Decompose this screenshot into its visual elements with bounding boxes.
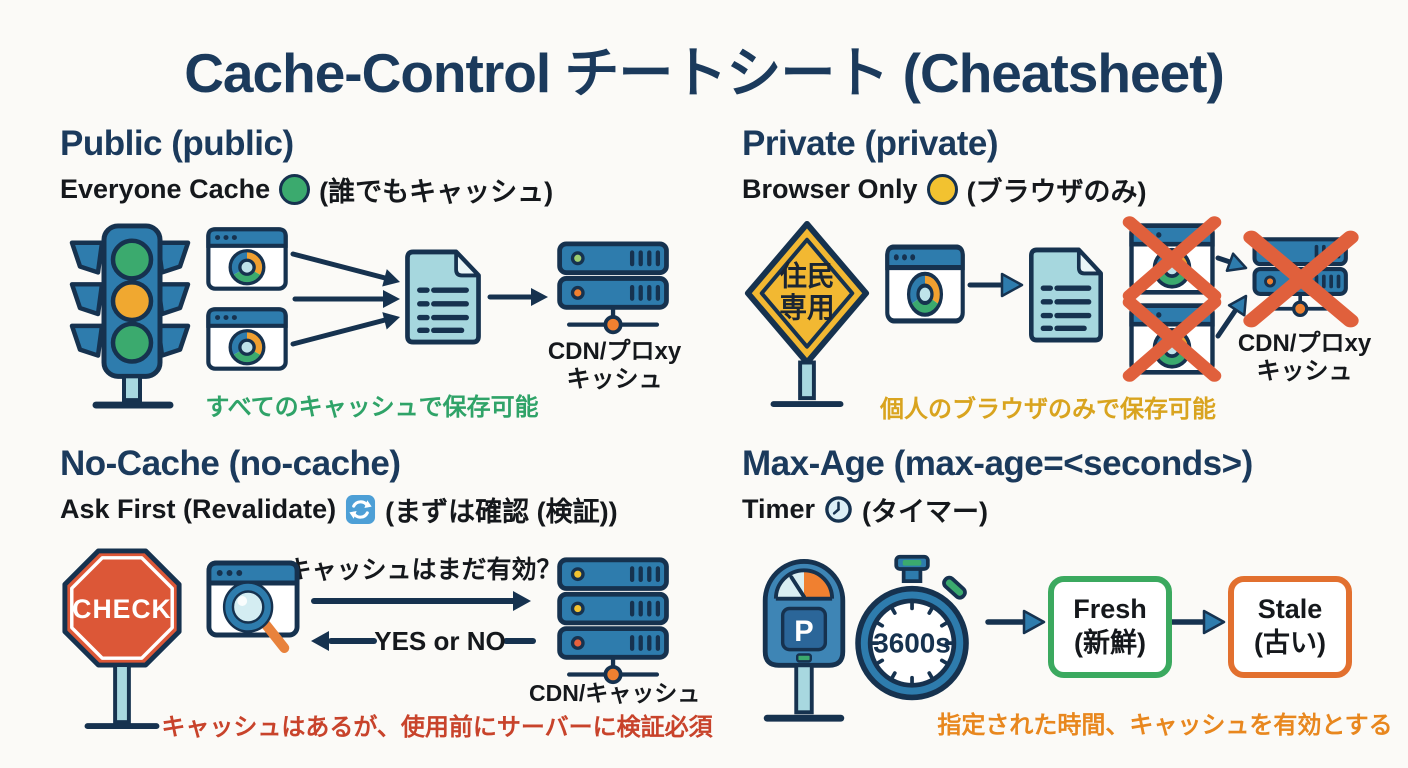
- clock-icon: [824, 495, 853, 524]
- sign-text-line1: 住民: [779, 260, 834, 291]
- cross-out-icon: [1119, 293, 1225, 385]
- cdn-proxy-label-line2: キッシュ: [566, 366, 663, 394]
- private-subtitle: Browser Only (ブラウザのみ): [742, 170, 1147, 209]
- max-age-subtitle-jp: (タイマー): [862, 497, 989, 527]
- cross-out-icon: [1239, 227, 1363, 331]
- cdn-server-icon: [552, 556, 676, 686]
- cdn-proxy-label-line1: CDN/プロxy: [1237, 330, 1372, 357]
- cdn-server-icon: [552, 240, 676, 340]
- private-caption: 個人のブラウザのみで保存可能: [880, 396, 1216, 423]
- revalidate-question-label: キャッシュはまだ有効？: [286, 555, 561, 584]
- crossed-browser: [1128, 302, 1216, 376]
- public-subtitle-en: Everyone Cache: [60, 174, 271, 204]
- yellow-circle-icon: [926, 174, 958, 205]
- crossed-browser: [1128, 222, 1216, 296]
- max-age-subtitle-en: Timer: [742, 494, 816, 524]
- crossed-cdn-server: [1248, 236, 1354, 322]
- fresh-label-jp: (新鮮): [1074, 628, 1146, 658]
- browser-window-icon: [205, 306, 289, 372]
- browser-window-icon: [205, 226, 289, 292]
- fresh-label-en: Fresh: [1073, 594, 1147, 625]
- no-cache-caption: キャッシュはあるが、使用前にサーバーに検証必須: [161, 714, 713, 741]
- page-title: Cache-Control チートシート (Cheatsheet): [184, 42, 1225, 104]
- stale-label-jp: (古い): [1254, 628, 1326, 658]
- public-caption: すべてのキャッシュで保存可能: [205, 394, 539, 421]
- cdn-proxy-label: CDN/プロxy キッシュ: [1222, 330, 1387, 387]
- refresh-icon: [345, 494, 376, 525]
- browser-window-icon: [884, 243, 966, 325]
- parking-letter: P: [794, 616, 813, 648]
- no-cache-heading: No-Cache (no-cache): [60, 444, 401, 483]
- green-circle-icon: [279, 174, 311, 205]
- cdn-proxy-label-line2: キッシュ: [1256, 358, 1353, 386]
- cross-out-icon: [1119, 213, 1225, 305]
- cdn-proxy-label-line1: CDN/プロxy: [547, 338, 682, 365]
- sign-text-line2: 専用: [779, 292, 834, 323]
- max-age-subtitle: Timer (タイマー): [742, 490, 988, 529]
- browser-search-icon: [206, 560, 300, 660]
- private-subtitle-jp: (ブラウザのみ): [966, 177, 1147, 207]
- timer-value: 3600s: [873, 627, 951, 658]
- no-cache-subtitle: Ask First (Revalidate) (まずは確認 (検証)): [60, 490, 618, 529]
- stale-box: Stale (古い): [1228, 576, 1352, 678]
- check-sign-text: CHECK: [72, 594, 171, 624]
- check-stop-sign-icon: CHECK: [58, 545, 186, 730]
- no-cache-subtitle-jp: (まずは確認 (検証)): [385, 497, 618, 527]
- public-subtitle: Everyone Cache (誰でもキャッシュ): [60, 170, 553, 209]
- yes-no-label: YES or NO: [374, 626, 505, 656]
- no-cache-subtitle-en: Ask First (Revalidate): [60, 494, 337, 524]
- stopwatch-icon: 3600s: [845, 553, 980, 705]
- public-heading: Public (public): [60, 124, 294, 163]
- private-heading: Private (private): [742, 124, 999, 163]
- stale-label-en: Stale: [1257, 594, 1323, 625]
- public-subtitle-jp: (誰でもキャッシュ): [319, 177, 554, 207]
- residents-only-sign-icon: 住民 専用: [742, 218, 872, 412]
- cdn-cache-label: CDN/キャッシュ: [529, 680, 701, 706]
- max-age-heading: Max-Age (max-age=<seconds>): [742, 444, 1253, 483]
- document-icon: [400, 248, 486, 346]
- fresh-box: Fresh (新鮮): [1048, 576, 1172, 678]
- document-icon: [1024, 246, 1108, 344]
- max-age-caption: 指定された時間、キャッシュを有効とする: [937, 712, 1393, 739]
- traffic-light-icon: [60, 220, 200, 410]
- cdn-proxy-label: CDN/プロxy キッシュ: [537, 338, 692, 395]
- private-subtitle-en: Browser Only: [742, 174, 918, 204]
- parking-meter-icon: P: [740, 536, 868, 726]
